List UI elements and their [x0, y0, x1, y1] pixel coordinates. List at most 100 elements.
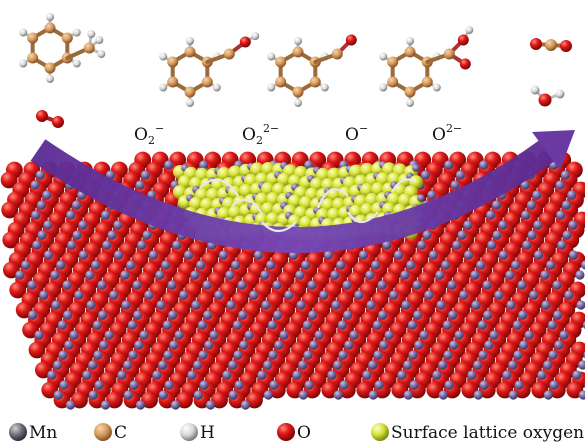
manganese-atom	[139, 330, 149, 340]
manganese-atom	[455, 170, 465, 180]
manganese-atom	[457, 230, 467, 240]
hydrogen-atom	[186, 99, 194, 107]
manganese-atom	[309, 340, 319, 350]
migration-arrow	[316, 188, 349, 209]
manganese-atom	[521, 210, 531, 220]
manganese-atom	[53, 360, 63, 370]
manganese-atom	[543, 360, 553, 370]
manganese-atom	[533, 220, 543, 230]
manganese-atom	[533, 250, 544, 260]
legend-item-h: H	[180, 423, 215, 443]
manganese-atom	[140, 170, 150, 180]
manganese-atom	[249, 290, 259, 300]
manganese-atom	[368, 390, 378, 400]
manganese-atom	[452, 240, 462, 250]
manganese-atom	[32, 240, 42, 250]
manganese-atom	[427, 190, 437, 200]
manganese-atom	[414, 340, 424, 350]
manganese-atom	[336, 260, 346, 270]
oxygen-atom	[52, 116, 64, 128]
reaction-pathway-arrow	[30, 130, 575, 253]
hydrogen-atom	[320, 83, 329, 92]
manganese-atom	[339, 380, 349, 390]
manganese-atom	[253, 250, 264, 260]
manganese-atom	[267, 320, 277, 330]
hydrogen-atom	[406, 99, 414, 107]
manganese-atom	[164, 160, 174, 170]
manganese-atom	[568, 220, 578, 230]
manganese-atom	[555, 180, 565, 190]
hydrogen-atom	[95, 36, 104, 44]
manganese-atom	[342, 280, 352, 290]
manganese-atom	[486, 210, 496, 220]
manganese-atom	[406, 260, 416, 270]
carbon-atom	[83, 42, 95, 54]
manganese-atom	[470, 270, 480, 280]
oxygen-atom	[459, 58, 471, 70]
manganese-atom	[98, 310, 108, 320]
manganese-atom	[28, 310, 38, 320]
manganese-atom	[170, 400, 181, 410]
manganese-atom	[162, 320, 172, 330]
manganese-atom	[532, 190, 542, 200]
manganese-atom	[304, 160, 314, 170]
carbon-atom	[27, 52, 39, 64]
migration-arrow	[261, 221, 297, 233]
manganese-atom	[101, 210, 111, 220]
manganese-atom	[471, 300, 481, 310]
manganese-atom	[442, 320, 452, 330]
hydrogen-atom	[267, 52, 276, 61]
manganese-atom	[196, 260, 206, 270]
manganese-atom	[546, 260, 556, 270]
manganese-atom	[88, 390, 98, 400]
manganese-atom	[51, 300, 61, 310]
manganese-atom	[477, 320, 487, 330]
manganese-atom	[107, 230, 117, 240]
manganese-atom	[578, 390, 585, 400]
manganese-atom	[30, 180, 40, 190]
manganese-atom	[553, 310, 563, 320]
manganese-atom	[172, 240, 182, 250]
manganese-atom	[161, 260, 171, 270]
manganese-atom	[113, 220, 123, 230]
manganese-atom	[268, 350, 278, 360]
manganese-atom	[260, 270, 270, 280]
oxygen-atom	[71, 391, 88, 409]
manganese-atom	[228, 390, 238, 400]
legend-item-o: O	[277, 423, 311, 443]
carbon-atom	[275, 76, 287, 88]
manganese-atom	[559, 330, 569, 340]
manganese-atom	[412, 164, 420, 172]
manganese-atom	[85, 270, 95, 280]
manganese-atom	[34, 330, 44, 340]
manganese-atom	[371, 260, 381, 270]
manganese-atom	[397, 370, 407, 380]
manganese-atom	[57, 320, 67, 330]
manganese-atom	[491, 200, 502, 210]
carbon-atom	[184, 46, 196, 58]
manganese-atom	[498, 220, 508, 230]
manganese-atom	[522, 240, 532, 250]
manganese-atom	[543, 390, 553, 400]
oxygen-atom	[345, 34, 357, 46]
manganese-atom	[238, 310, 248, 320]
manganese-atom	[104, 330, 114, 340]
oxygen-atom	[560, 40, 572, 52]
benzoic-acid-molecule	[379, 26, 474, 107]
manganese-atom	[120, 270, 130, 280]
manganese-atom	[225, 270, 235, 280]
hydrogen-atom	[406, 37, 414, 45]
manganese-atom	[393, 250, 404, 260]
manganese-atom	[167, 280, 177, 290]
manganese-atom	[333, 360, 343, 370]
manganese-atom	[233, 350, 243, 360]
hydrogen-atom	[294, 99, 302, 107]
manganese-atom	[239, 340, 249, 350]
manganese-atom	[327, 370, 337, 380]
manganese-atom	[226, 300, 236, 310]
manganese-atom	[354, 290, 364, 300]
manganese-atom	[432, 370, 442, 380]
manganese-atom	[502, 370, 512, 380]
manganese-atom	[400, 270, 410, 280]
manganese-atom	[37, 230, 47, 240]
